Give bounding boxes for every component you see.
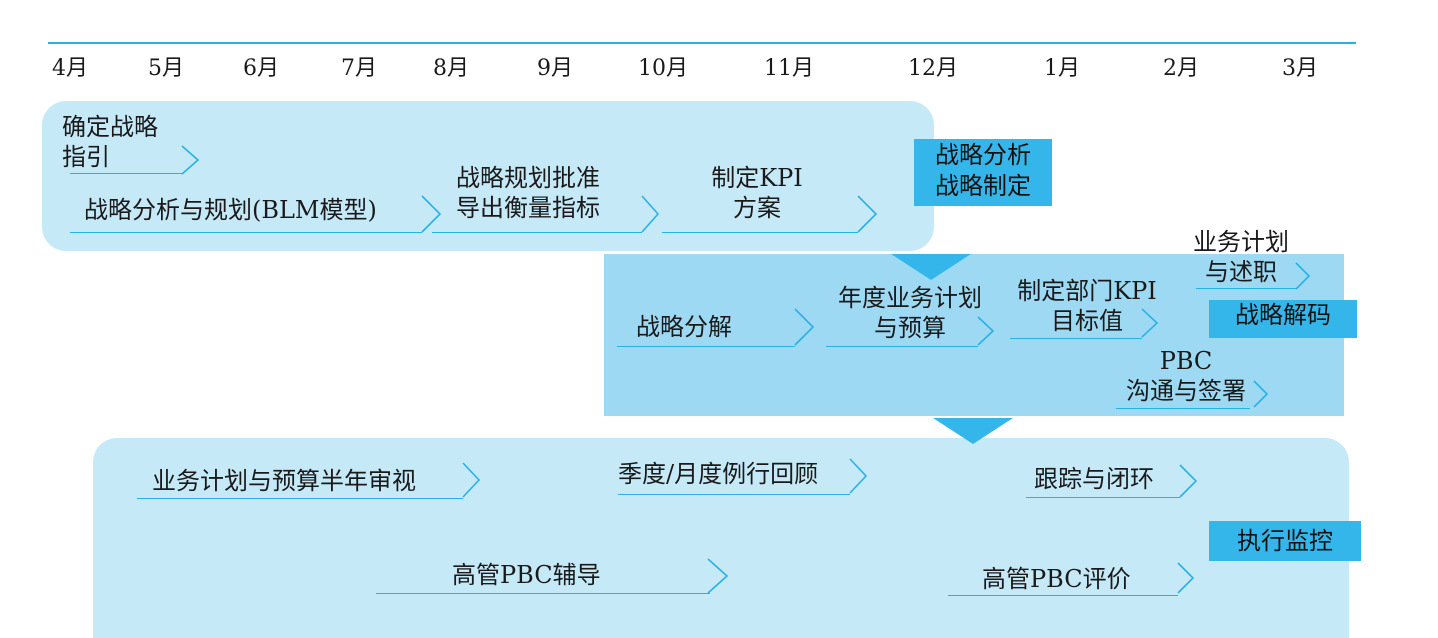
chevron-right-icon bbox=[706, 558, 729, 594]
step-half-year-review: 业务计划与预算半年审视 bbox=[152, 467, 416, 495]
step-underline bbox=[1196, 288, 1296, 289]
step-underline bbox=[662, 232, 858, 233]
chevron-right-icon bbox=[1178, 464, 1200, 498]
chevron-right-icon bbox=[461, 462, 483, 498]
chevron-right-icon bbox=[1140, 308, 1162, 338]
month-label: 4月 bbox=[52, 56, 88, 81]
month-label: 11月 bbox=[764, 56, 814, 81]
step-pbc-signing: PBC 沟通与签署 bbox=[1126, 347, 1246, 405]
month-label: 8月 bbox=[433, 56, 469, 81]
step-underline bbox=[826, 346, 978, 347]
step-underline bbox=[618, 494, 850, 495]
step-tracking: 跟踪与闭环 bbox=[1034, 465, 1154, 493]
step-underline bbox=[376, 593, 710, 594]
step-blm-analysis: 战略分析与规划(BLM模型) bbox=[84, 196, 377, 224]
chevron-right-icon bbox=[976, 316, 998, 346]
step-confirm-guidance: 确定战略 指引 bbox=[62, 113, 158, 171]
down-arrow-icon bbox=[891, 254, 971, 280]
stage-tag-strategy-formulation: 战略分析 战略制定 bbox=[914, 139, 1052, 206]
step-kpi-plan: 制定KPI 方案 bbox=[711, 164, 803, 222]
chevron-right-icon bbox=[1176, 562, 1198, 594]
month-label: 12月 bbox=[908, 56, 958, 81]
step-underline bbox=[70, 232, 422, 233]
month-label: 3月 bbox=[1282, 56, 1318, 81]
step-underline bbox=[1026, 497, 1180, 498]
stage-tag-strategy-decoding: 战略解码 bbox=[1209, 300, 1357, 338]
step-business-report: 业务计划 与述职 bbox=[1193, 228, 1289, 286]
step-underline bbox=[70, 173, 182, 174]
step-decompose: 战略分解 bbox=[636, 313, 732, 341]
step-periodic-review: 季度/月度例行回顾 bbox=[618, 460, 819, 488]
execution-monitoring-panel bbox=[93, 438, 1349, 638]
chevron-right-icon bbox=[640, 195, 662, 233]
month-label: 2月 bbox=[1163, 56, 1199, 81]
month-label: 9月 bbox=[537, 56, 573, 81]
stage-tag-execution-monitoring: 执行监控 bbox=[1209, 521, 1361, 561]
step-underline bbox=[1010, 338, 1142, 339]
step-underline bbox=[137, 498, 463, 499]
step-dept-kpi: 制定部门KPI 目标值 bbox=[1017, 277, 1157, 335]
month-label: 5月 bbox=[148, 56, 184, 81]
chevron-right-icon bbox=[793, 308, 815, 346]
chevron-right-icon bbox=[848, 458, 870, 494]
step-underline bbox=[617, 346, 795, 347]
month-label: 1月 bbox=[1044, 56, 1080, 81]
step-annual-plan: 年度业务计划 与预算 bbox=[838, 284, 982, 342]
chevron-right-icon bbox=[1252, 380, 1274, 410]
step-pbc-coaching: 高管PBC辅导 bbox=[452, 561, 601, 589]
strategy-formulation-panel bbox=[42, 101, 934, 251]
month-label: 6月 bbox=[243, 56, 279, 81]
timeline-axis bbox=[48, 42, 1356, 44]
step-pbc-evaluation: 高管PBC评价 bbox=[982, 565, 1131, 593]
step-approve-plan: 战略规划批准 导出衡量指标 bbox=[456, 164, 600, 222]
month-label: 10月 bbox=[638, 56, 688, 81]
month-label: 7月 bbox=[341, 56, 377, 81]
chevron-right-icon bbox=[180, 145, 202, 175]
chevron-right-icon bbox=[856, 195, 878, 233]
down-arrow-icon bbox=[933, 418, 1013, 444]
step-underline bbox=[432, 232, 642, 233]
chevron-right-icon bbox=[1294, 262, 1316, 292]
step-underline bbox=[948, 595, 1178, 596]
step-underline bbox=[1116, 408, 1250, 409]
chevron-right-icon bbox=[420, 195, 442, 233]
